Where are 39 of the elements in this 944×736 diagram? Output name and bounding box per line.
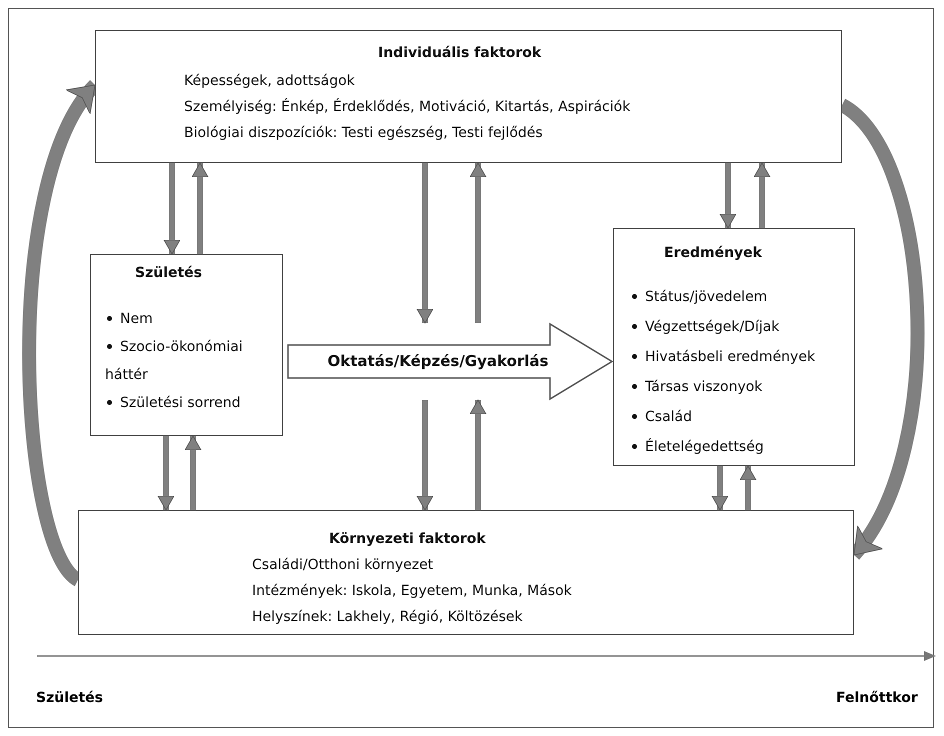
timeline-label: Felnőttkor — [836, 690, 918, 706]
arrow — [158, 436, 174, 510]
bullet-item: Státus/jövedelem — [630, 289, 768, 305]
bullet-item: Nem — [105, 311, 153, 327]
block-arrow — [287, 322, 614, 400]
text-line: Családi/Otthoni környezet — [252, 557, 434, 573]
bullet-item: Társas viszonyok — [630, 379, 762, 395]
text-line: Biológiai diszpozíciók: Testi egészség, Testi fejlődés — [184, 125, 543, 141]
arrow — [416, 400, 434, 510]
arrow — [720, 163, 736, 228]
node-label: Oktatás/Képzés/Gyakorlás — [326, 352, 550, 370]
arrow — [740, 466, 756, 510]
arrow — [164, 163, 180, 254]
factor-box — [95, 30, 842, 163]
arrow — [470, 400, 486, 510]
box-heading: Individuális faktorok — [378, 45, 542, 61]
factor-box — [613, 228, 855, 466]
text-line: Intézmények: Iskola, Egyetem, Munka, Mások — [252, 583, 572, 599]
bullet-item: Születési sorrend — [105, 395, 241, 411]
box-heading: Eredmények — [664, 245, 762, 261]
bullet-item: Család — [630, 409, 692, 425]
factor-box — [78, 510, 854, 635]
text-line: Képességek, adottságok — [184, 73, 355, 89]
bullet-item: Végzettségek/Díjak — [630, 319, 780, 335]
arrow — [470, 162, 486, 323]
arrow — [184, 436, 202, 510]
bullet-item: Szocio-ökonómiai háttér — [105, 333, 265, 389]
bullet-item: Életelégedettség — [630, 439, 764, 455]
timeline-label: Születés — [36, 690, 104, 706]
arrow — [754, 162, 770, 228]
arrow — [416, 163, 434, 324]
box-heading: Születés — [135, 265, 202, 281]
bullet-item: Hivatásbeli eredmények — [630, 349, 816, 365]
box-heading: Környezeti faktorok — [329, 531, 486, 547]
arrow — [712, 466, 728, 510]
factor-box — [90, 254, 283, 436]
arrow — [192, 162, 208, 254]
text-line: Személyiség: Énkép, Érdeklődés, Motiváció, Kitartás, Aspirációk — [184, 99, 630, 115]
text-line: Helyszínek: Lakhely, Régió, Költözések — [252, 609, 523, 625]
